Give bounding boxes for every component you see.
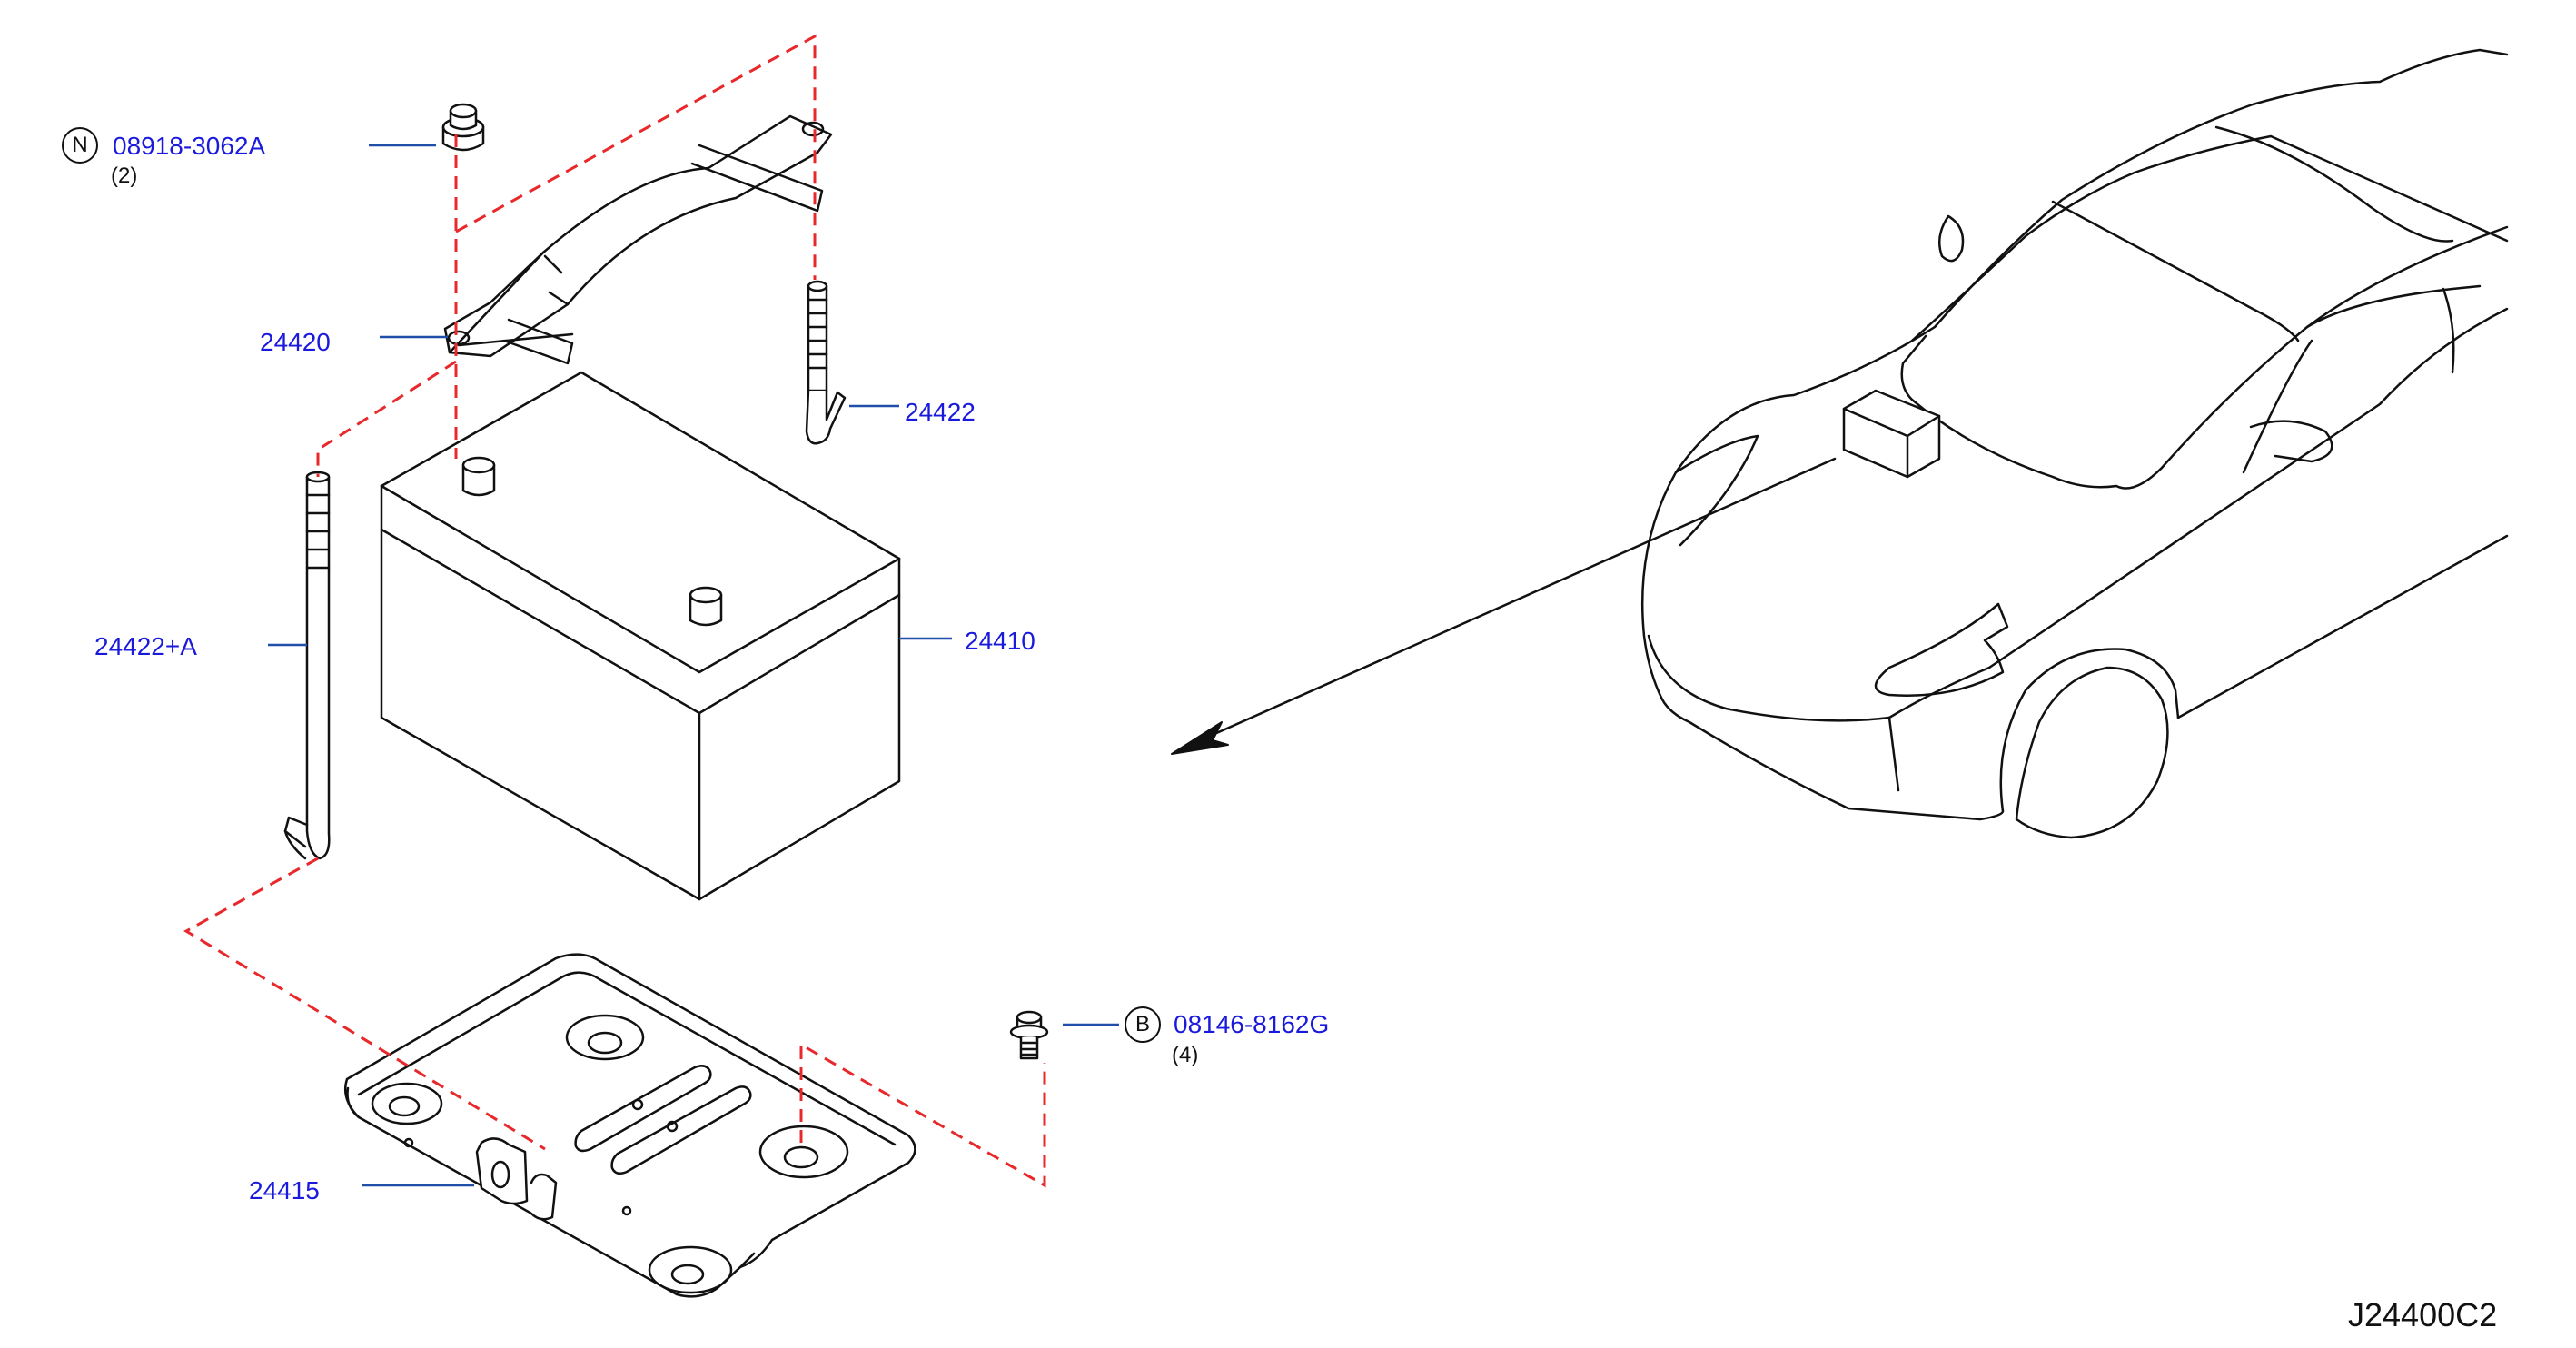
part-label-24420[interactable]: 24420: [260, 328, 331, 356]
battery-drawing: [380, 371, 901, 901]
leader-lines: [268, 144, 1119, 1187]
car-outline: [1640, 48, 2509, 839]
bolt-drawing: [1009, 1010, 1049, 1060]
bolt-part-number[interactable]: 08146-8162G: [1174, 1010, 1330, 1038]
part-label-24415[interactable]: 24415: [249, 1176, 320, 1204]
drawing-code: J24400C2: [2348, 1296, 2498, 1333]
nut-part-number[interactable]: 08918-3062A: [113, 132, 266, 160]
battery-frame-drawing: [443, 114, 833, 365]
nut-symbol-badge: N: [62, 127, 98, 164]
part-label-24422[interactable]: 24422: [905, 398, 976, 426]
bolt-symbol-badge: B: [1125, 1006, 1161, 1043]
part-label-24422a[interactable]: 24422+A: [94, 632, 197, 660]
bolt-quantity: (4): [1172, 1043, 1199, 1067]
assembly-dashed-lines: [183, 34, 1046, 1188]
nut-drawing: [441, 103, 485, 152]
part-label-24410[interactable]: 24410: [965, 627, 1035, 655]
rod-24422-drawing: [805, 280, 847, 445]
tray-drawing: [343, 953, 916, 1298]
nut-quantity: (2): [111, 164, 138, 188]
rod-24422a-drawing: [283, 471, 331, 860]
indicator-arrow: [1171, 457, 1837, 755]
